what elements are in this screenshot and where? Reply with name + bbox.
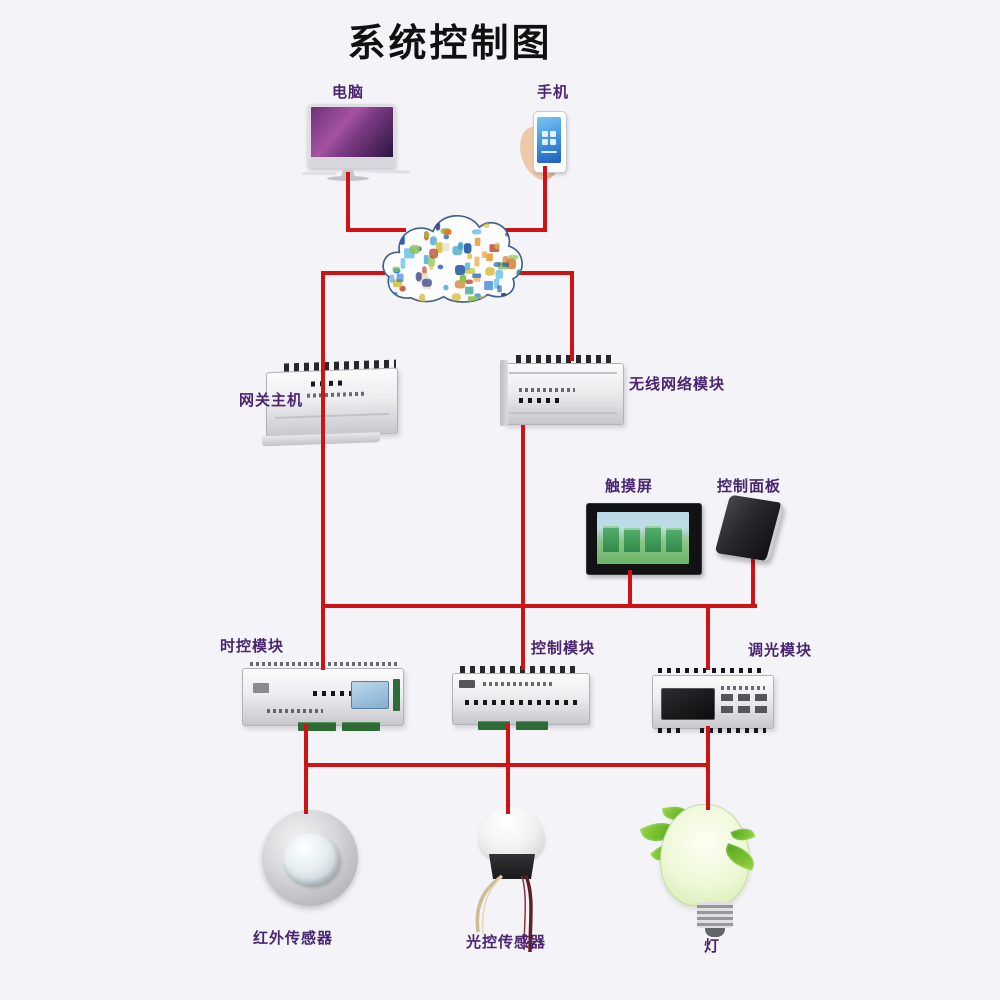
dimming-terminals-left <box>658 668 706 673</box>
cloud-icon <box>378 203 526 303</box>
light-sensor-base <box>489 854 535 879</box>
dimming-bottom-terminals-left <box>658 728 680 733</box>
wire-gateway-vertical <box>321 271 325 670</box>
time-module-lcd <box>351 681 389 709</box>
wire-cloud-left <box>321 271 385 275</box>
wire-cloud-right <box>516 271 574 275</box>
page-title: 系统控制图 <box>347 21 553 65</box>
wire-panel-drop <box>751 556 755 608</box>
wireless-flange <box>500 360 508 426</box>
time-control-module-label: 时控模块 <box>219 637 284 655</box>
infrared-sensor-label: 红外传感器 <box>252 929 333 947</box>
lamp-screw-base <box>697 902 733 928</box>
time-module-bottom-terminal-1 <box>298 722 336 731</box>
wire-main-bus <box>321 604 757 608</box>
control-panel-device-icon <box>714 494 785 562</box>
wire-phone-down <box>543 166 547 232</box>
wire-computer-down <box>346 172 350 232</box>
computer-label: 电脑 <box>331 83 364 101</box>
control-module-terminals <box>460 666 580 674</box>
control-module-body <box>452 673 590 725</box>
wire-computer-to-cloud <box>346 228 406 232</box>
gateway-label: 网关主机 <box>238 391 303 409</box>
time-module-bottom-terminal-2 <box>342 722 380 731</box>
dimming-bottom-terminals-right <box>700 728 766 733</box>
imac-screen <box>308 104 396 168</box>
touch-screen-display <box>597 512 689 564</box>
wire-time-to-ir <box>304 724 308 814</box>
control-module-bottom-terminal-1 <box>478 721 510 730</box>
wire-lower-bus <box>304 763 710 767</box>
wire-dimming-to-lamp <box>706 726 710 810</box>
wire-touchscreen-drop <box>628 570 632 608</box>
desk-line <box>302 172 336 175</box>
control-module-bottom-terminal-2 <box>516 721 548 730</box>
lamp-label: 灯 <box>703 937 720 955</box>
dimming-module-lcd <box>661 688 715 720</box>
wire-control-to-light <box>506 724 510 814</box>
control-panel-label: 控制面板 <box>716 477 781 495</box>
wire-phone-to-cloud <box>497 228 547 232</box>
control-module-label: 控制模块 <box>530 639 595 657</box>
light-sensor-label: 光控传感器 <box>465 933 546 951</box>
phone-label: 手机 <box>536 83 569 101</box>
lamp-tip <box>705 928 725 937</box>
keyboard-icon <box>367 169 411 174</box>
wireless-terminals <box>516 355 612 364</box>
wire-wireless-out <box>521 425 525 670</box>
dimming-terminals-right <box>712 668 766 673</box>
phone-screen <box>537 117 561 163</box>
wireless-body <box>504 363 624 425</box>
touch-screen-label: 触摸屏 <box>604 477 653 495</box>
light-sensor-dome <box>479 806 545 862</box>
wireless-module-label: 无线网络模块 <box>628 375 725 393</box>
dimming-module-body <box>652 675 774 729</box>
ir-sensor-dome <box>283 833 339 885</box>
wire-wireless-in <box>570 271 574 361</box>
wire-dimming-drop <box>706 604 710 670</box>
light-sensor-wires <box>450 858 580 958</box>
time-module-side-connector <box>393 679 400 711</box>
dimming-module-label: 调光模块 <box>747 641 812 659</box>
time-module-body <box>242 668 404 726</box>
